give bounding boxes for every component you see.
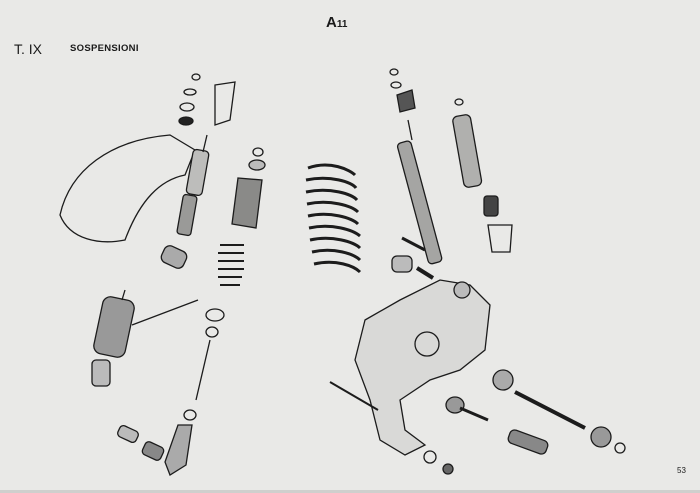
- page-title: SOSPENSIONI: [70, 43, 139, 54]
- plate-code: A11: [326, 14, 347, 31]
- axle-parts: [329, 369, 626, 475]
- casing-boss: [453, 281, 471, 299]
- front-top-parts: [178, 73, 236, 126]
- front-mudguard-outline: [59, 134, 196, 243]
- small-spring: [218, 244, 244, 286]
- main-coil-spring: [305, 163, 362, 274]
- plate-number: T. IX: [14, 41, 43, 57]
- plate-code-number: 11: [336, 19, 348, 30]
- pins: [391, 236, 435, 280]
- spring-cup: [231, 147, 266, 229]
- plate-code-letter: A: [326, 14, 337, 31]
- engine-casing: [354, 279, 491, 456]
- rear-damper: [389, 68, 443, 265]
- lower-bushes: [117, 425, 165, 461]
- right-shock-parts: [452, 98, 513, 253]
- rear-shock-absorber: [91, 289, 199, 387]
- front-bushing: [160, 245, 188, 269]
- page-edge: [0, 490, 700, 493]
- damper-rod: [164, 308, 225, 476]
- page-number: 53: [677, 466, 686, 475]
- casing-bearing: [414, 331, 440, 357]
- front-shock-absorber: [176, 134, 210, 237]
